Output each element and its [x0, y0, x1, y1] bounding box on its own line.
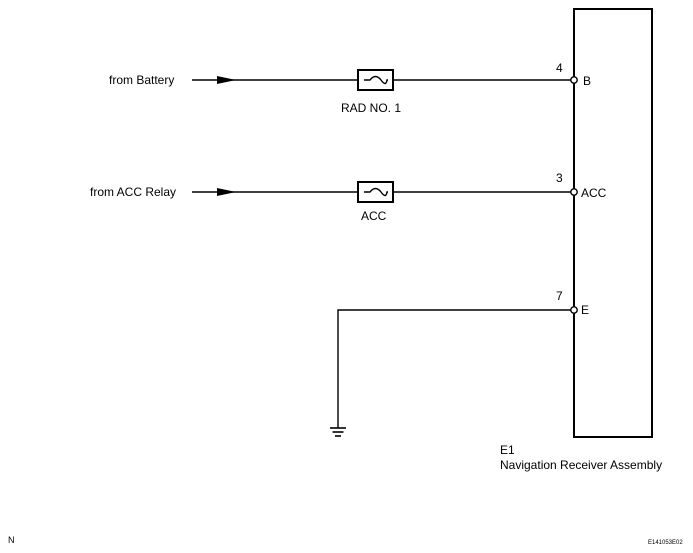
- pin-name-acc: ACC: [581, 186, 607, 200]
- source-label-battery: from Battery: [109, 73, 175, 87]
- source-label-acc-relay: from ACC Relay: [90, 185, 177, 199]
- fuse-rad-no1-icon: [357, 69, 394, 91]
- component-code: E1: [500, 443, 515, 457]
- terminal-acc-icon: [570, 188, 578, 196]
- navigation-receiver-box: [573, 8, 653, 438]
- fuse-label-rad: RAD NO. 1: [341, 101, 402, 115]
- fuse-label-acc: ACC: [361, 209, 387, 223]
- figure-id: E141053E02: [648, 540, 683, 546]
- pin-name-e: E: [581, 303, 590, 317]
- battery-arrow-icon: [217, 76, 236, 84]
- ground-wire: [337, 309, 571, 428]
- pin-number-e: 7: [556, 289, 563, 303]
- acc-relay-arrow-icon: [217, 188, 236, 196]
- terminal-e-icon: [570, 306, 578, 314]
- pin-number-acc: 3: [556, 171, 563, 185]
- ground-icon: [330, 427, 346, 437]
- pin-name-b: B: [583, 74, 592, 88]
- pin-number-b: 4: [556, 61, 563, 75]
- corner-mark: N: [8, 535, 15, 545]
- component-name: Navigation Receiver Assembly: [500, 458, 663, 472]
- fuse-acc-icon: [357, 181, 394, 203]
- terminal-b-icon: [570, 76, 578, 84]
